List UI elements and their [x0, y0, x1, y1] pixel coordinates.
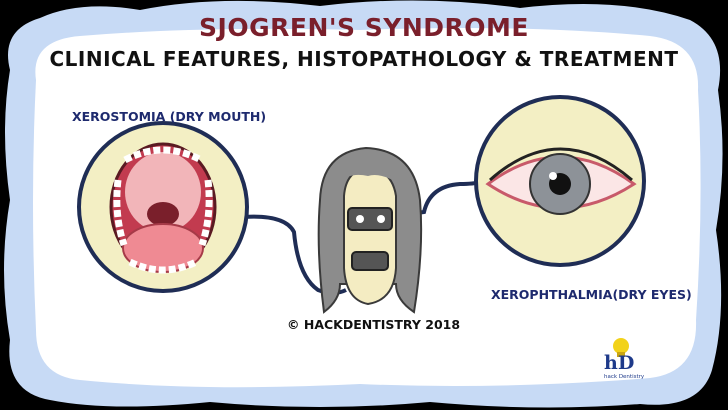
copyright-text: © HACKDENTISTRY 2018: [287, 317, 461, 332]
lightbulb-icon: [613, 338, 629, 357]
logo-subtext: hack Dentistry: [604, 374, 645, 380]
eyes-label: XEROPHTHALMIA(DRY EYES): [491, 287, 692, 302]
woman-face-illustration: [317, 146, 423, 314]
page-title: SJOGREN'S SYNDROME: [199, 13, 529, 42]
mouth-label: XEROSTOMIA (DRY MOUTH): [72, 109, 267, 124]
logo-mark: hD: [604, 352, 635, 374]
dry-eye-illustration: [474, 95, 646, 267]
dry-mouth-illustration: [77, 121, 249, 293]
page-subtitle: CLINICAL FEATURES, HISTOPATHOLOGY & TREA…: [49, 47, 679, 71]
